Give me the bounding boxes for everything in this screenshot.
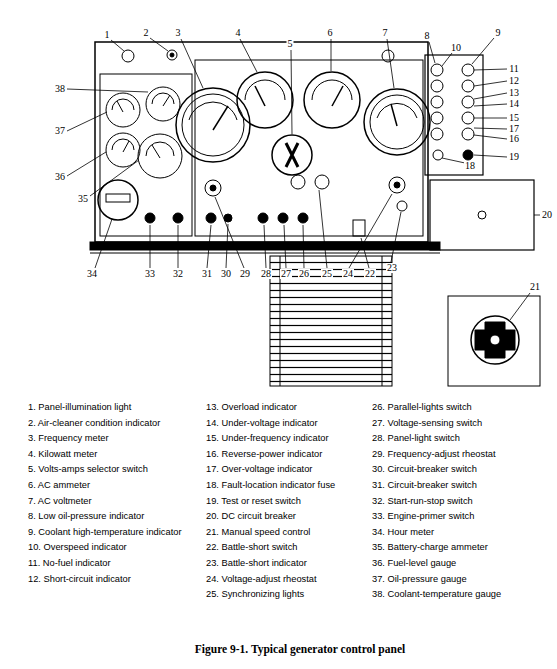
callout-number: 28: [260, 269, 272, 279]
parts-list-item: 27. Voltage-sensing switch: [372, 418, 550, 430]
callout-number: 27: [280, 269, 292, 279]
callout-number: 33: [144, 269, 156, 279]
parts-list-item: 31. Circuit-breaker switch: [372, 480, 550, 492]
callout-number: 32: [172, 269, 184, 279]
callout-number: 3: [175, 28, 182, 38]
callout-number: 1: [104, 30, 111, 40]
callout-number: 17: [508, 124, 520, 134]
legend-column: 1. Panel-illumination light 2. Air-cleane…: [28, 402, 200, 589]
callout-number: 13: [508, 88, 520, 98]
callout-number: 5: [287, 39, 294, 49]
callout-number: 21: [529, 282, 541, 292]
callout-number: 15: [508, 113, 520, 123]
parts-list-item: 35. Battery-charge ammeter: [372, 542, 550, 554]
parts-list-item: 5. Volts-amps selector switch: [28, 464, 200, 476]
callout-number: 34: [86, 269, 98, 279]
callout-number: 31: [201, 269, 213, 279]
parts-list-item: 13. Overload indicator: [206, 402, 368, 414]
callout-number: 18: [464, 161, 476, 171]
callout-number: 7: [382, 28, 389, 38]
parts-list-item: 38. Coolant-temperature gauge: [372, 589, 550, 601]
callout-number: 22: [364, 269, 376, 279]
parts-list-item: 10. Overspeed indicator: [28, 542, 200, 554]
parts-list-item: 12. Short-circuit indicator: [28, 574, 200, 586]
callout-number: 10: [450, 43, 462, 53]
callout-number: 19: [508, 152, 520, 162]
figure-caption: Figure 9-1. Typical generator control pa…: [120, 643, 480, 655]
parts-list-item: 30. Circuit-breaker switch: [372, 464, 550, 476]
parts-list-item: 34. Hour meter: [372, 527, 550, 539]
parts-list-item: 4. Kilowatt meter: [28, 449, 200, 461]
callout-number: 14: [508, 99, 520, 109]
parts-list-item: 18. Fault-location indicator fuse: [206, 480, 368, 492]
parts-list-item: 16. Reverse-power indicator: [206, 449, 368, 461]
callout-number: 9: [495, 28, 502, 38]
callout-number: 8: [424, 31, 431, 41]
legend-column: 26. Parallel-lights switch 27. Voltage-se…: [372, 402, 550, 605]
parts-list-item: 9. Coolant high-temperature indicator: [28, 527, 200, 539]
parts-list-item: 26. Parallel-lights switch: [372, 402, 550, 414]
parts-list-item: 7. AC voltmeter: [28, 496, 200, 508]
callout-number: 6: [327, 28, 334, 38]
callout-number: 26: [298, 269, 310, 279]
parts-list-item: 24. Voltage-adjust rheostat: [206, 574, 368, 586]
parts-list-item: 21. Manual speed control: [206, 527, 368, 539]
parts-list-item: 28. Panel-light switch: [372, 433, 550, 445]
callout-number: 16: [508, 134, 520, 144]
callout-number: 2: [143, 28, 150, 38]
parts-list-item: 20. DC circuit breaker: [206, 511, 368, 523]
callout-number: 38: [54, 84, 66, 94]
parts-list-item: 3. Frequency meter: [28, 433, 200, 445]
callout-number: 37: [54, 126, 66, 136]
callout-number: 30: [220, 269, 232, 279]
parts-list-item: 36. Fuel-level gauge: [372, 558, 550, 570]
callout-number: 25: [321, 269, 333, 279]
callout-number: 36: [54, 172, 66, 182]
parts-list-item: 29. Frequency-adjust rheostat: [372, 449, 550, 461]
callout-number: 23: [386, 263, 398, 273]
parts-list-item: 15. Under-frequency indicator: [206, 433, 368, 445]
callout-number: 29: [239, 269, 251, 279]
parts-list-item: 8. Low oil-pressure indicator: [28, 511, 200, 523]
parts-list-item: 1. Panel-illumination light: [28, 402, 200, 414]
parts-list-item: 11. No-fuel indicator: [28, 558, 200, 570]
callout-number: 24: [342, 269, 354, 279]
parts-list-item: 37. Oil-pressure gauge: [372, 574, 550, 586]
parts-list-item: 22. Battle-short switch: [206, 542, 368, 554]
parts-list-item: 14. Under-voltage indicator: [206, 418, 368, 430]
legend-column: 13. Overload indicator 14. Under-voltage …: [206, 402, 368, 605]
parts-list-item: 19. Test or reset switch: [206, 496, 368, 508]
parts-list-item: 23. Battle-short indicator: [206, 558, 368, 570]
callout-number: 4: [235, 28, 242, 38]
parts-list-item: 6. AC ammeter: [28, 480, 200, 492]
callout-number: 12: [508, 76, 520, 86]
parts-list-item: 32. Start-run-stop switch: [372, 496, 550, 508]
parts-list-item: 33. Engine-primer switch: [372, 511, 550, 523]
callout-number: 11: [508, 64, 520, 74]
callout-number: 35: [77, 194, 89, 204]
parts-list-item: 2. Air-cleaner condition indicator: [28, 418, 200, 430]
parts-list-item: 17. Over-voltage indicator: [206, 464, 368, 476]
callout-number: 20: [541, 210, 553, 220]
parts-list-item: 25. Synchronizing lights: [206, 589, 368, 601]
